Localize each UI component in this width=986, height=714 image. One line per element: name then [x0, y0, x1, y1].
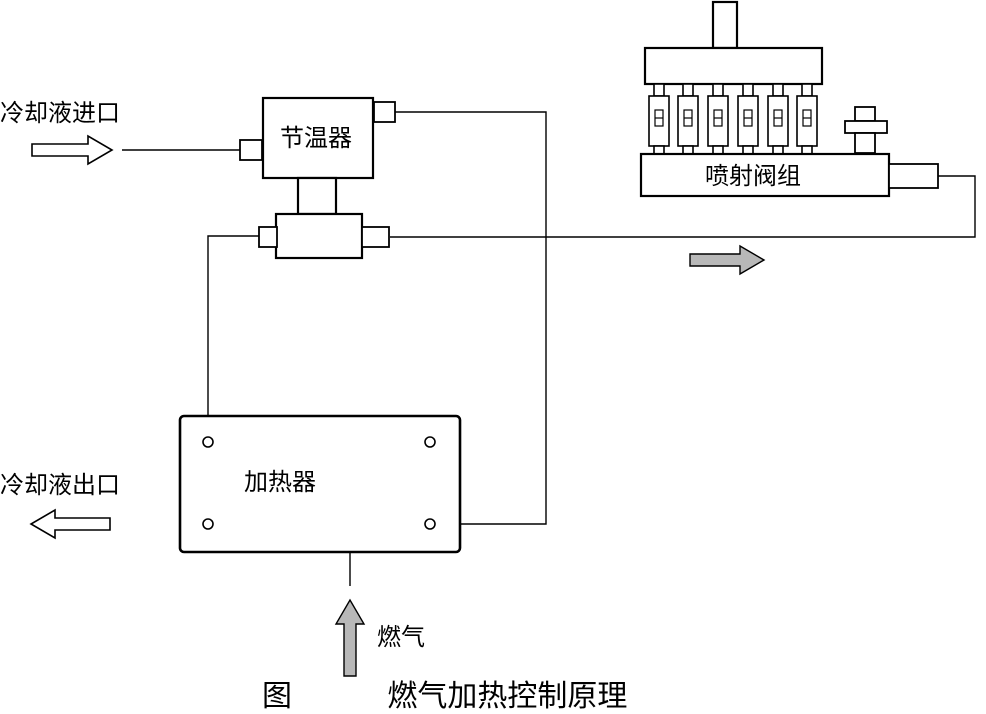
- pressure-fitting: [844, 106, 888, 154]
- fuel-gas-arrow: [334, 598, 366, 677]
- heater-port-bottom-left: [202, 518, 214, 530]
- valve-5: [767, 83, 789, 155]
- coolant-outlet-arrow: [29, 508, 111, 540]
- thermostat: [239, 96, 396, 260]
- valve-4: [737, 83, 759, 155]
- flow-direction-arrow: [689, 244, 766, 276]
- valve-array: [648, 83, 818, 155]
- heater-port-bottom-right: [424, 518, 436, 530]
- valve-2: [677, 83, 699, 155]
- heater-label: 加热器: [244, 468, 316, 496]
- fuel-gas-label: 燃气: [377, 623, 425, 651]
- coolant-inlet-arrow: [31, 134, 114, 166]
- heater: [178, 414, 462, 554]
- tee-to-heater-pipe: [207, 235, 260, 438]
- coolant-outlet-label: 冷却液出口: [0, 471, 120, 499]
- heater-port-top-right: [424, 436, 436, 448]
- injection-valve-group-label: 喷射阀组: [705, 162, 801, 190]
- coolant-inlet-label: 冷却液进口: [0, 99, 120, 127]
- valve-1: [648, 83, 670, 155]
- diagram-canvas: [29, 0, 976, 677]
- tee-to-valve-pipe: [390, 175, 976, 238]
- valve-6: [796, 83, 818, 155]
- heater-port-top-left: [202, 436, 214, 448]
- thermostat-label: 节温器: [280, 124, 352, 152]
- figure-caption: 图 燃气加热控制原理: [262, 679, 628, 714]
- thermostat-to-heater-pipe: [395, 111, 547, 525]
- valve-3: [707, 83, 729, 155]
- injection-valve-group: [639, 0, 939, 198]
